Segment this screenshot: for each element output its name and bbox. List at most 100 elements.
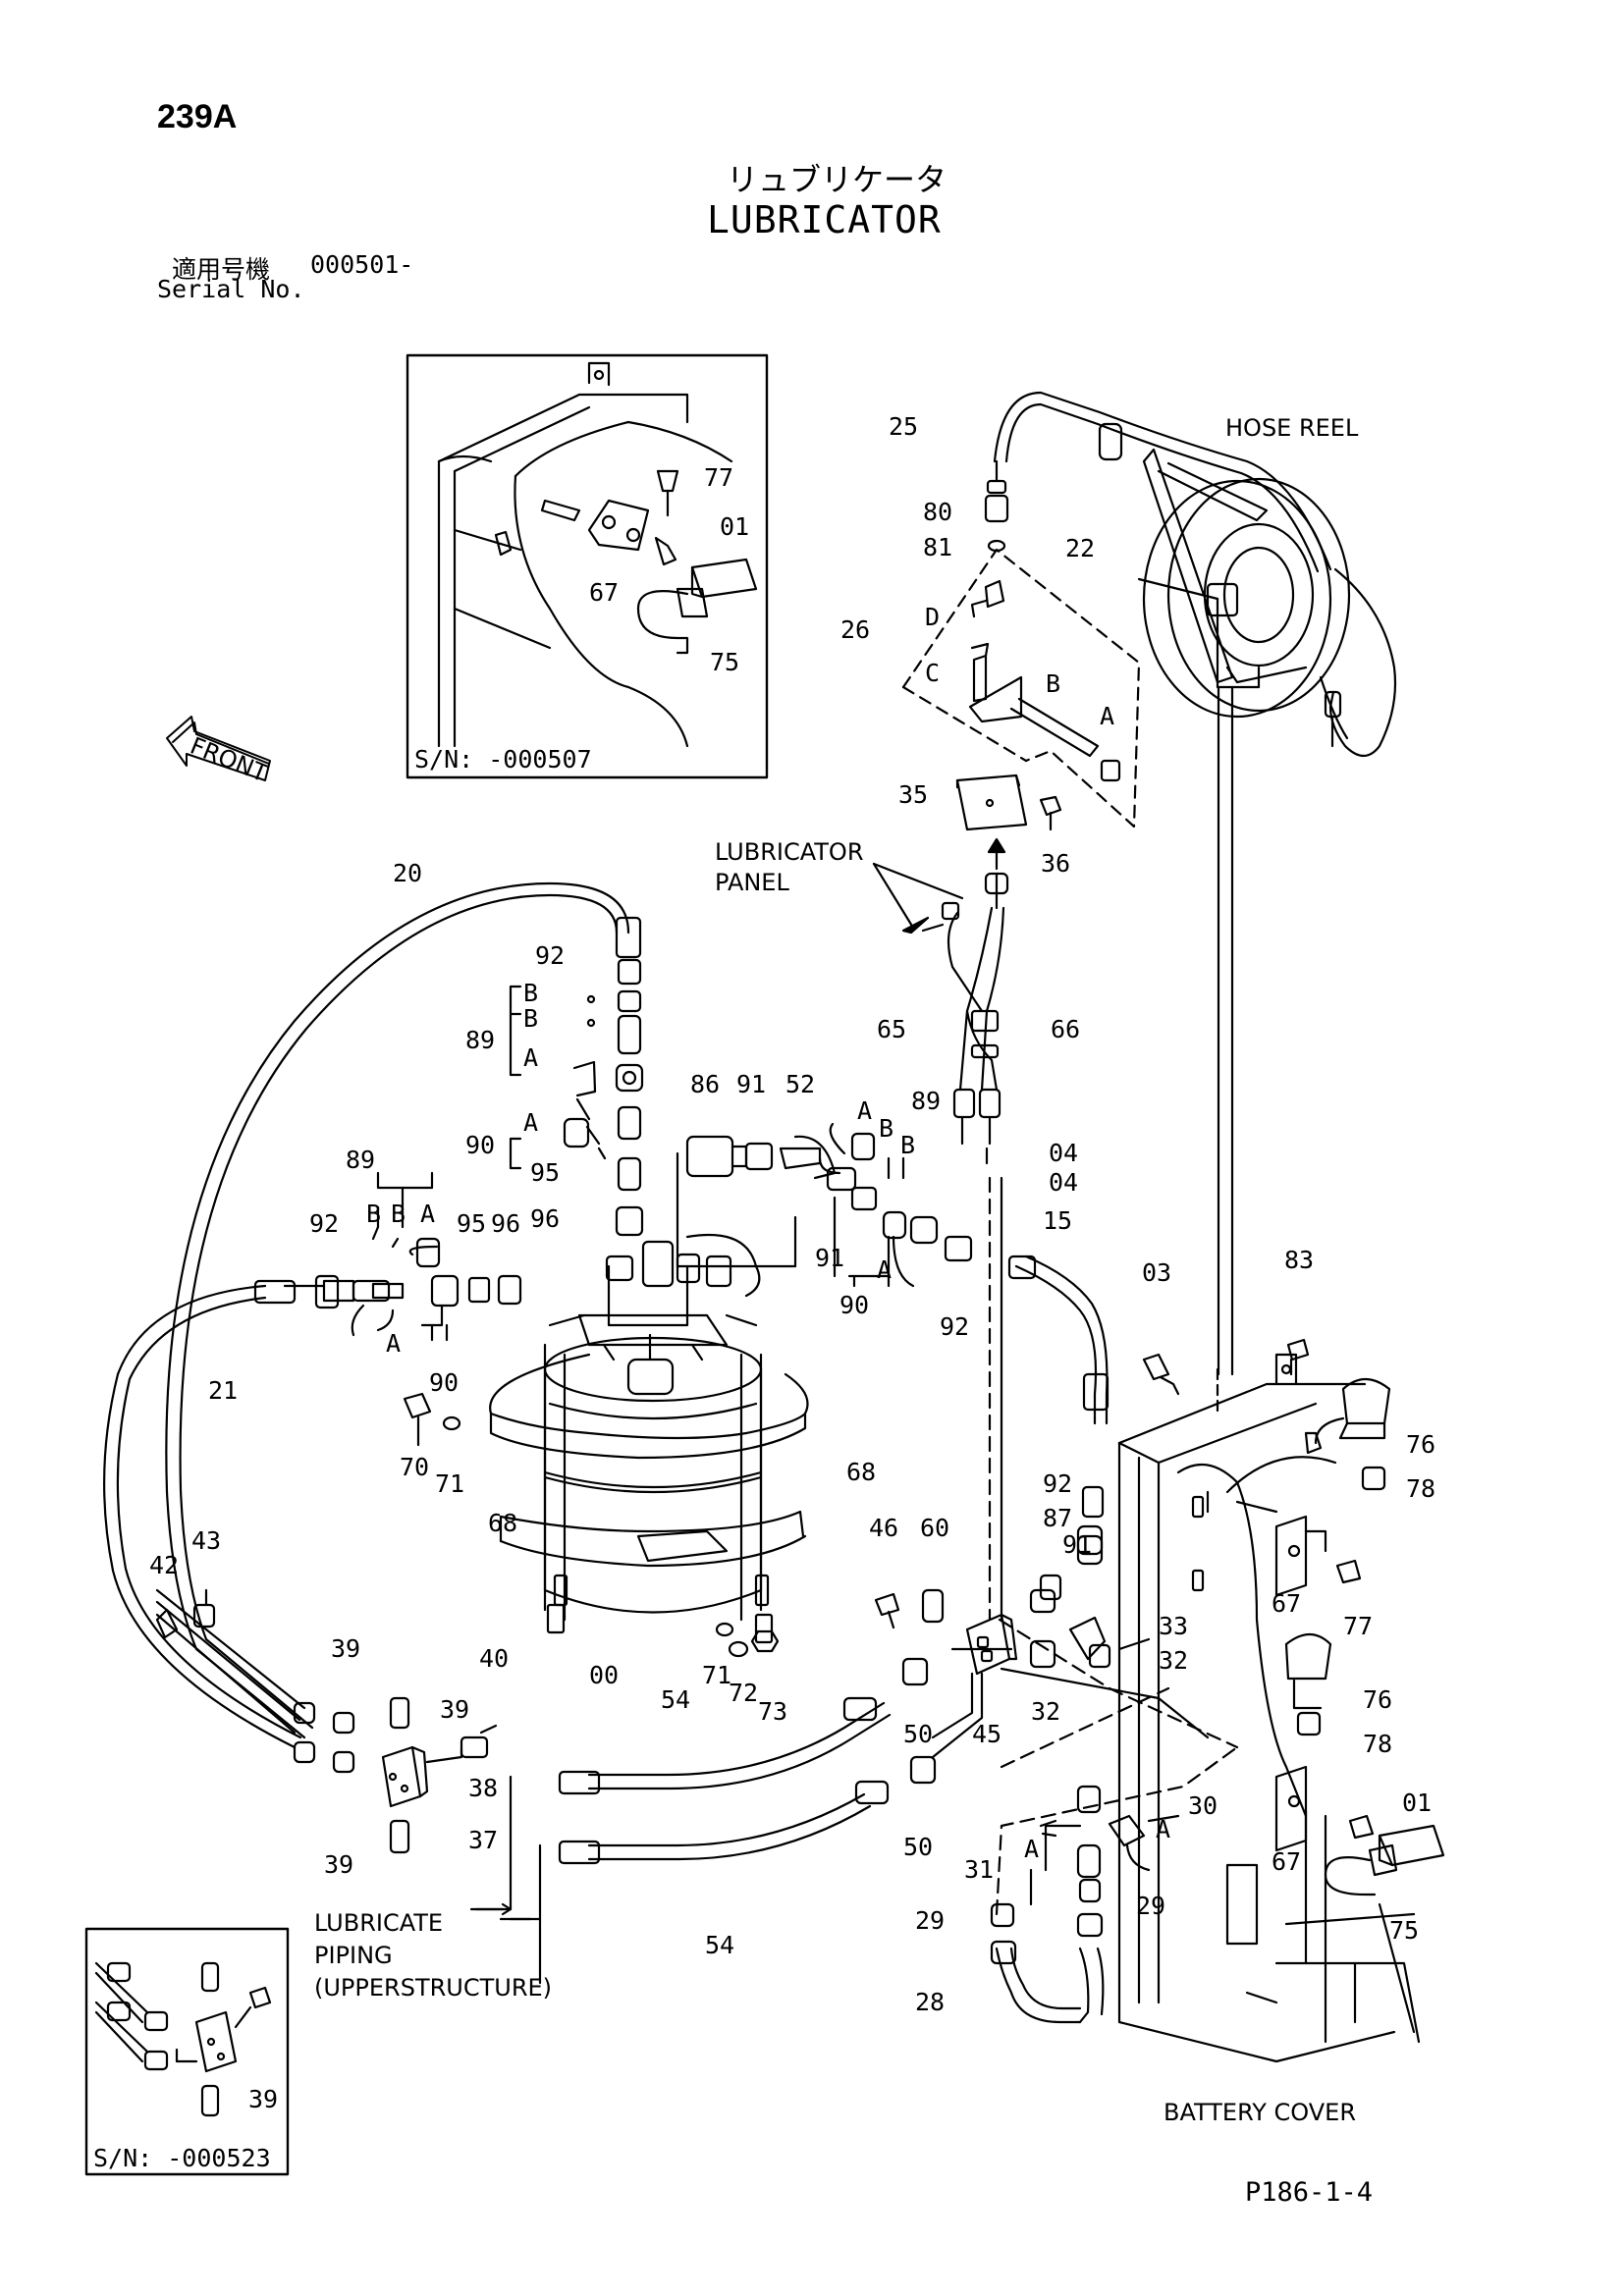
callout-92a: 92 — [535, 941, 565, 970]
callout-43: 43 — [191, 1526, 221, 1555]
callout-B6: B — [366, 1200, 381, 1228]
callout-50b: 50 — [903, 1833, 933, 1861]
callout-90a: 90 — [465, 1131, 495, 1159]
callout-A2: A — [523, 1043, 538, 1072]
callout-91a: 91 — [736, 1070, 766, 1098]
hose-reel-label: HOSE REEL — [1225, 414, 1359, 442]
callout-35: 35 — [898, 780, 928, 809]
callout-30: 30 — [1188, 1791, 1218, 1820]
callout-A6: A — [877, 1255, 892, 1284]
hose-reel-drawing — [993, 391, 1397, 1376]
callout-15: 15 — [1043, 1206, 1072, 1235]
callout-67a: 67 — [589, 578, 619, 607]
fittings-28-31 — [990, 1745, 1239, 2024]
battery-cover-label: BATTERY COVER — [1164, 2099, 1356, 2126]
bolt-washer-70-71 — [403, 1392, 780, 1658]
callout-39b: 39 — [440, 1695, 469, 1724]
fitting-cluster-center — [676, 1122, 973, 1288]
callout-73: 73 — [758, 1697, 787, 1726]
callout-89c: 89 — [346, 1146, 375, 1174]
callout-45: 45 — [972, 1720, 1001, 1748]
callout-78a: 78 — [1406, 1474, 1435, 1503]
callout-32a: 32 — [1159, 1646, 1188, 1675]
distribution-block-45 — [874, 1534, 1210, 1785]
serial-label-english: Serial No. — [157, 275, 305, 303]
serial-label-japanese: 適用号機 — [172, 255, 271, 284]
callout-29b: 29 — [1136, 1892, 1165, 1920]
callout-B2: B — [523, 979, 538, 1007]
callout-29a: 29 — [915, 1906, 945, 1935]
footer-code: P186-1-4 — [1245, 2177, 1374, 2208]
inset-box-top — [406, 353, 769, 779]
callout-37: 37 — [468, 1826, 498, 1854]
callout-68a: 68 — [488, 1509, 517, 1537]
lubricate-piping-label-1: LUBRICATE — [314, 1909, 443, 1937]
callout-91c: 91 — [1062, 1530, 1092, 1559]
callout-92c: 92 — [940, 1312, 969, 1341]
callout-76b: 76 — [1363, 1685, 1392, 1714]
callout-B3: B — [523, 1004, 538, 1033]
serial-number-range: 000501- — [310, 250, 414, 279]
lubricator-panel-label-1: LUBRICATOR — [715, 838, 864, 866]
callout-80: 80 — [923, 498, 952, 526]
callout-46: 46 — [869, 1514, 898, 1542]
callout-52: 52 — [785, 1070, 815, 1098]
callout-67c: 67 — [1272, 1847, 1301, 1876]
callout-C: C — [925, 659, 940, 687]
callout-76a: 76 — [1406, 1430, 1435, 1459]
callout-72: 72 — [729, 1679, 758, 1707]
callout-25: 25 — [889, 412, 918, 441]
callout-75a: 75 — [710, 648, 739, 676]
callout-70: 70 — [400, 1453, 429, 1481]
callout-54a: 54 — [661, 1685, 690, 1714]
callout-60: 60 — [920, 1514, 949, 1542]
callout-42: 42 — [149, 1551, 179, 1579]
callout-71b: 71 — [702, 1661, 731, 1689]
callout-22: 22 — [1065, 534, 1095, 562]
callout-33: 33 — [1159, 1612, 1188, 1640]
callout-95a: 95 — [530, 1158, 560, 1187]
callout-71a: 71 — [435, 1469, 464, 1498]
callout-95b: 95 — [457, 1209, 486, 1238]
callout-91b: 91 — [815, 1244, 844, 1272]
callout-B1: B — [1046, 669, 1060, 698]
callout-39a: 39 — [331, 1634, 360, 1663]
callout-67b: 67 — [1272, 1589, 1301, 1618]
callout-90c: 90 — [429, 1368, 459, 1397]
callout-77b: 77 — [1343, 1612, 1373, 1640]
callout-B4: B — [879, 1114, 893, 1143]
callout-A5: A — [420, 1200, 435, 1228]
callout-86: 86 — [690, 1070, 720, 1098]
callout-31: 31 — [964, 1855, 994, 1884]
hoses-20-21 — [103, 881, 642, 1749]
callout-66: 66 — [1051, 1015, 1080, 1043]
callout-92d: 92 — [1043, 1469, 1072, 1498]
inset-top-drawing — [437, 361, 758, 748]
front-label: FRONT — [187, 732, 272, 788]
callout-D: D — [925, 603, 940, 631]
callout-39c: 39 — [324, 1850, 353, 1879]
callout-21: 21 — [208, 1376, 238, 1405]
hose-15 — [1007, 1255, 1110, 1556]
callout-01a: 01 — [720, 512, 749, 541]
callout-04a: 04 — [1049, 1139, 1078, 1167]
callout-01b: 01 — [1402, 1789, 1432, 1817]
lubricator-panel-drawing — [872, 459, 1141, 1622]
inset-bottom-serial: S/N: -000523 — [93, 2144, 271, 2172]
callout-96a: 96 — [530, 1204, 560, 1233]
callout-89b: 89 — [911, 1087, 941, 1115]
callout-03: 03 — [1142, 1258, 1171, 1287]
battery-cover-drawing — [998, 1338, 1445, 2063]
callout-36: 36 — [1041, 849, 1070, 878]
callout-00: 00 — [589, 1661, 619, 1689]
callout-65: 65 — [877, 1015, 906, 1043]
callout-A1: A — [1100, 702, 1114, 730]
lubricate-piping-label-2: PIPING — [314, 1942, 393, 1969]
callout-90b: 90 — [839, 1291, 869, 1319]
title-japanese: リュブリケータ — [727, 161, 947, 198]
callout-04b: 04 — [1049, 1168, 1078, 1197]
inset-box-bottom — [84, 1927, 290, 2176]
callout-38: 38 — [468, 1774, 498, 1802]
fitting-row-left — [314, 1171, 522, 1342]
lubricator-tank — [489, 1233, 809, 1644]
